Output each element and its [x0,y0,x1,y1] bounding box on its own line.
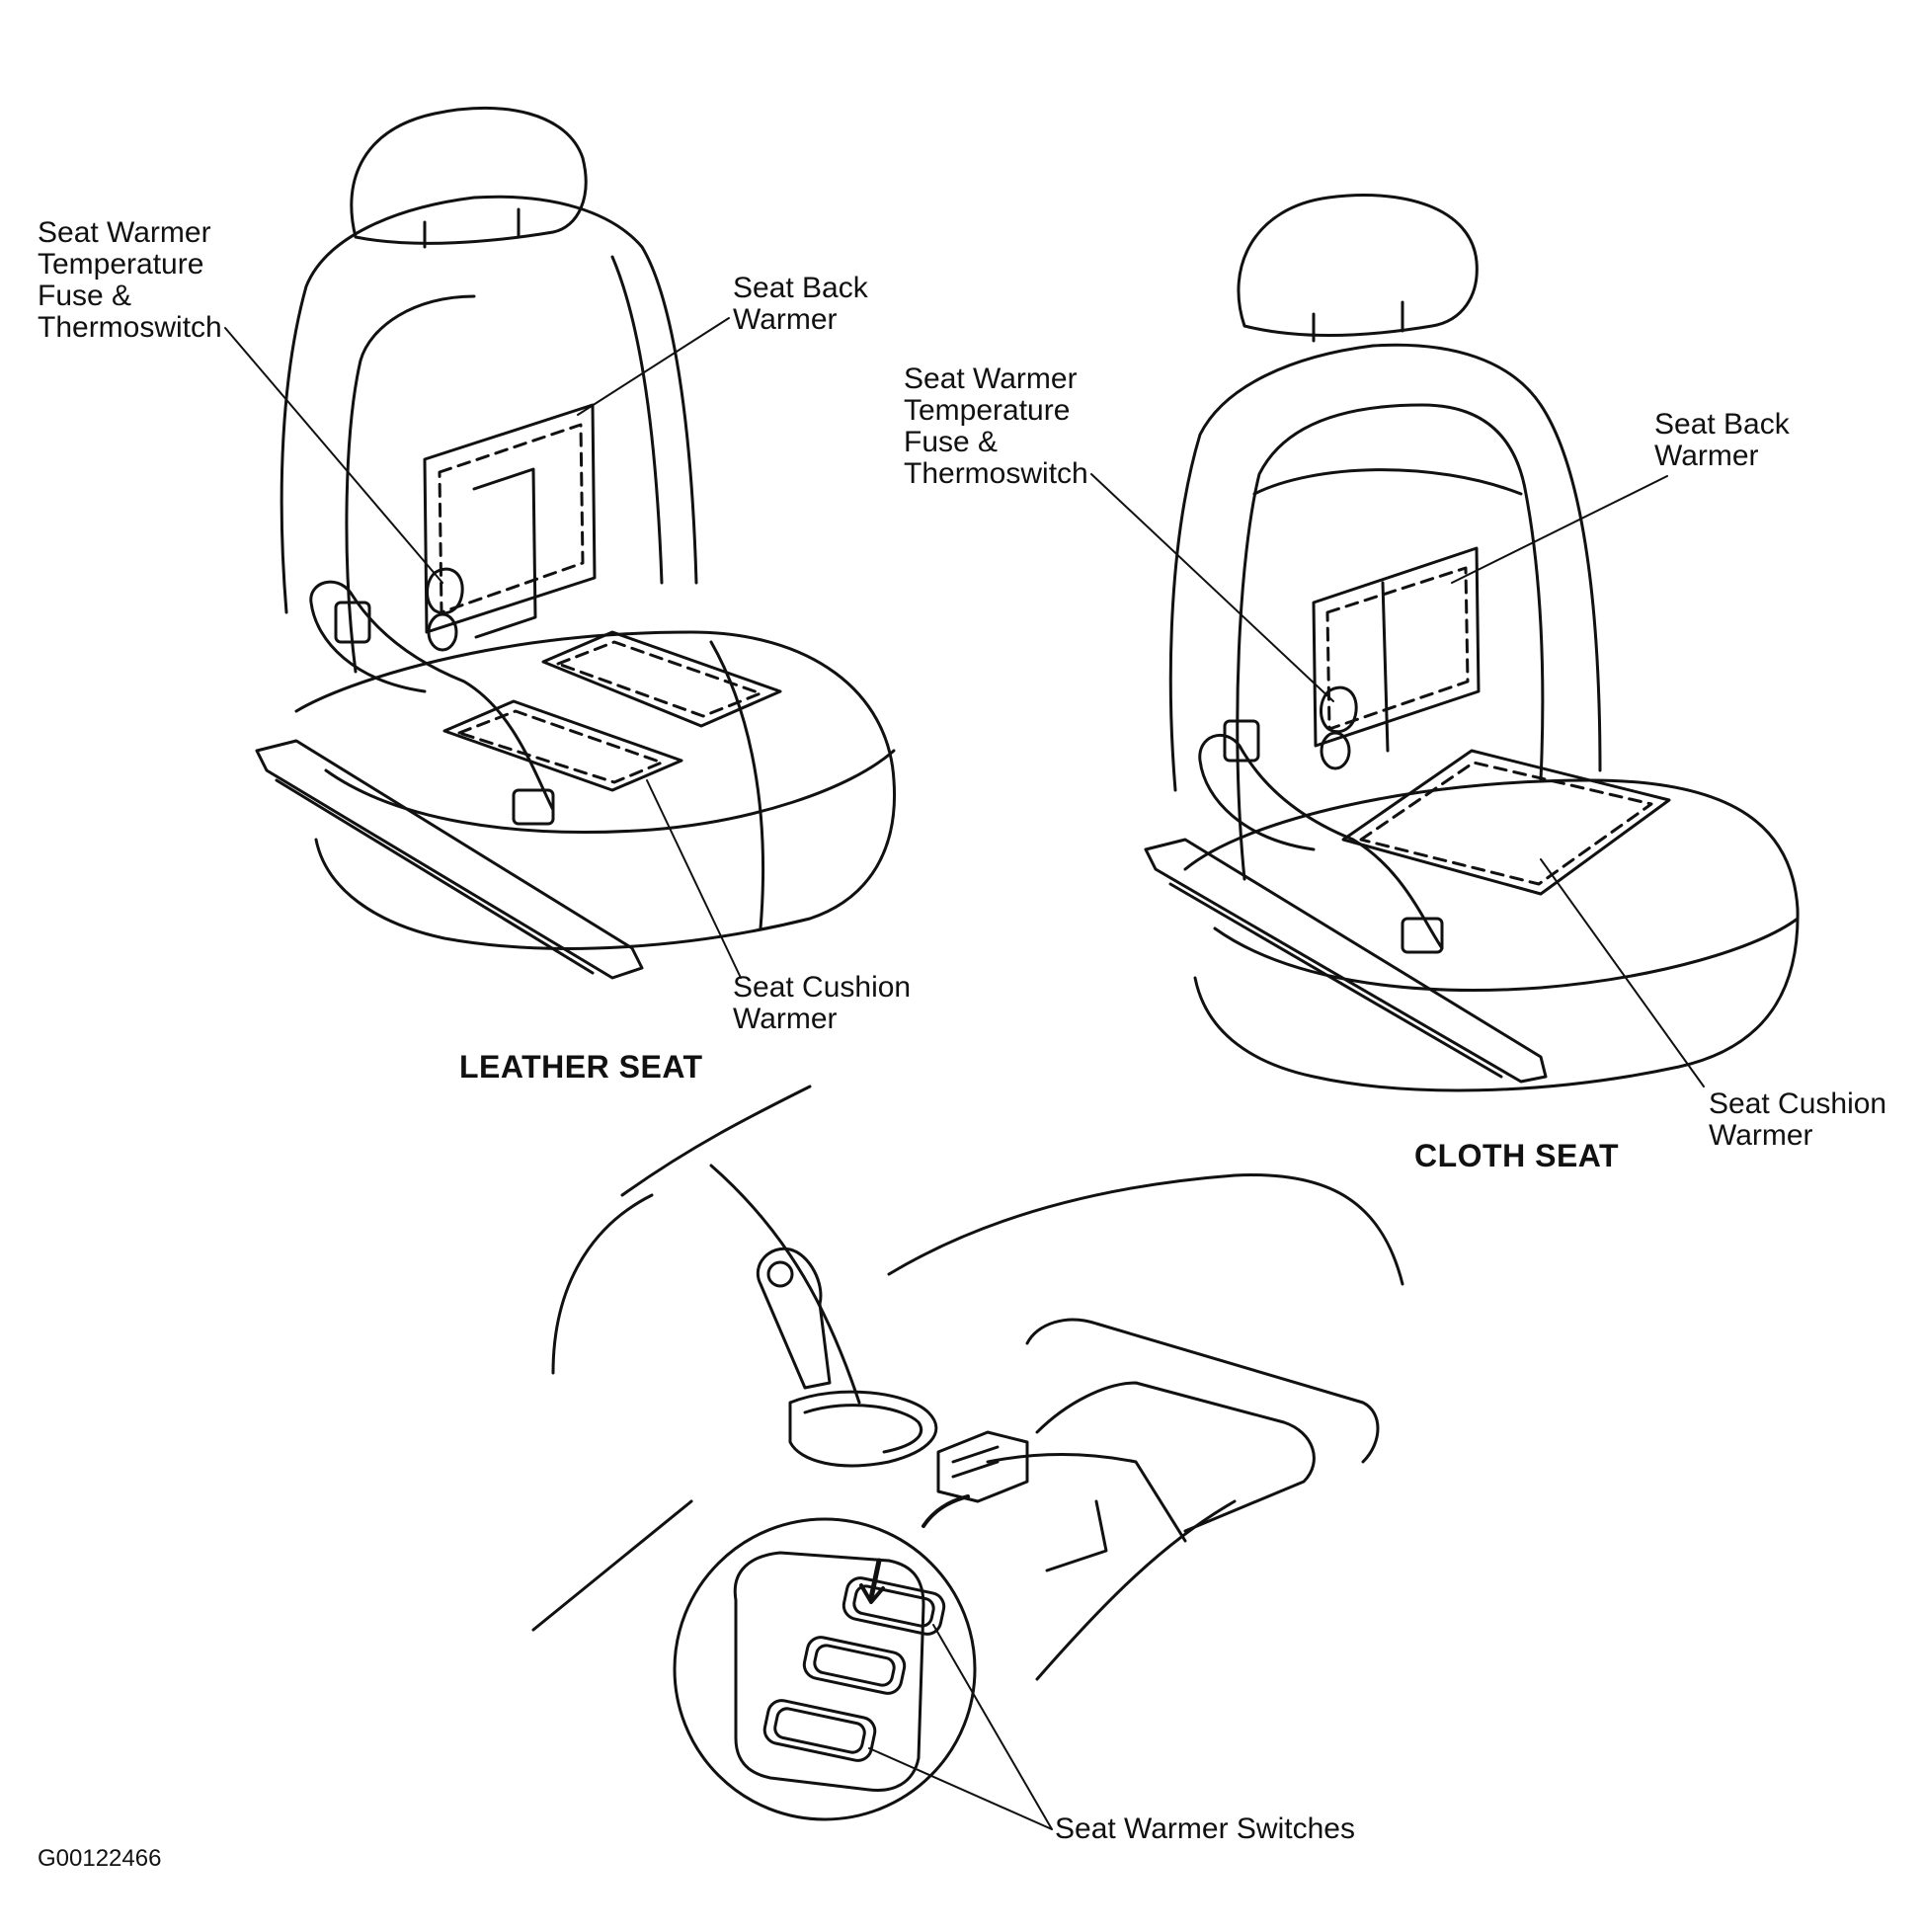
console-armrest [1035,1381,1316,1533]
leather-wire-harness [309,580,555,812]
leather-fuse-thermoswitch-label: Seat Warmer Temperature Fuse & Thermoswi… [38,216,222,344]
gear-shift-lever [756,1247,832,1390]
zoom-callout-arrow [921,1494,970,1528]
leather-seat-cushion [294,630,897,950]
leather-headrest [350,106,588,245]
cloth-back-warmer-pad [1312,546,1481,748]
switches-leader-upper [932,1624,1053,1830]
console-switch-panel [936,1430,1029,1503]
cloth-cushion-warmer-pad [1341,749,1671,896]
cloth-thermoswitch [1320,685,1358,734]
leather-back-leader [577,317,730,416]
seat-warmer-switch-lower [762,1699,877,1762]
cloth-seat-rail [1144,838,1548,1084]
figure-code: G00122466 [38,1845,162,1872]
cloth-seat-cushion [1183,778,1800,1092]
leather-seat-rail [255,739,644,980]
cloth-seat-illustration [1090,194,1800,1092]
leather-seat-back-warmer-label: Seat Back Warmer [733,272,868,336]
cloth-fuse-leader [1090,473,1334,702]
cloth-cushion-leader [1540,858,1705,1087]
leather-cushion-warmer-pad-front [442,699,683,792]
leather-seat-back [280,195,698,614]
seat-warmer-switches-label: Seat Warmer Switches [1055,1812,1355,1845]
switches-leader-lower [868,1747,1053,1830]
cloth-fuse-thermoswitch-label: Seat Warmer Temperature Fuse & Thermoswi… [904,362,1088,490]
console-illustration [531,1085,1404,1830]
cloth-connector-lower [1401,917,1444,954]
gear-shift-boot [788,1390,938,1468]
cloth-seat-cushion-warmer-label: Seat Cushion Warmer [1709,1087,1887,1152]
leather-seat-cushion-warmer-label: Seat Cushion Warmer [733,971,912,1035]
cloth-seat-caption: CLOTH SEAT [1414,1138,1620,1173]
cloth-seat-back-warmer-label: Seat Back Warmer [1654,408,1790,472]
seat-warmer-switch-middle [802,1636,907,1695]
leather-fuse-leader [224,327,443,584]
leather-cushion-leader [646,779,742,979]
leather-thermoswitch [426,567,464,615]
leather-cushion-warmer-pad-rear [541,630,782,728]
seat-warmer-switch-upper [841,1576,946,1636]
cloth-connector-upper [1223,719,1260,763]
leather-back-warmer-pad [423,403,597,634]
leather-seat-illustration [224,106,897,980]
cloth-headrest [1237,194,1479,337]
cloth-seat-back [1168,343,1602,792]
cloth-back-leader [1451,475,1668,584]
zoom-circle [673,1517,977,1821]
zoom-switch-frame [733,1551,925,1793]
leather-connector-lower [512,788,555,826]
press-arrow [868,1558,882,1601]
cloth-wire-harness [1198,733,1444,950]
leather-connector-upper [334,601,371,644]
leather-seat-caption: LEATHER SEAT [459,1049,703,1085]
